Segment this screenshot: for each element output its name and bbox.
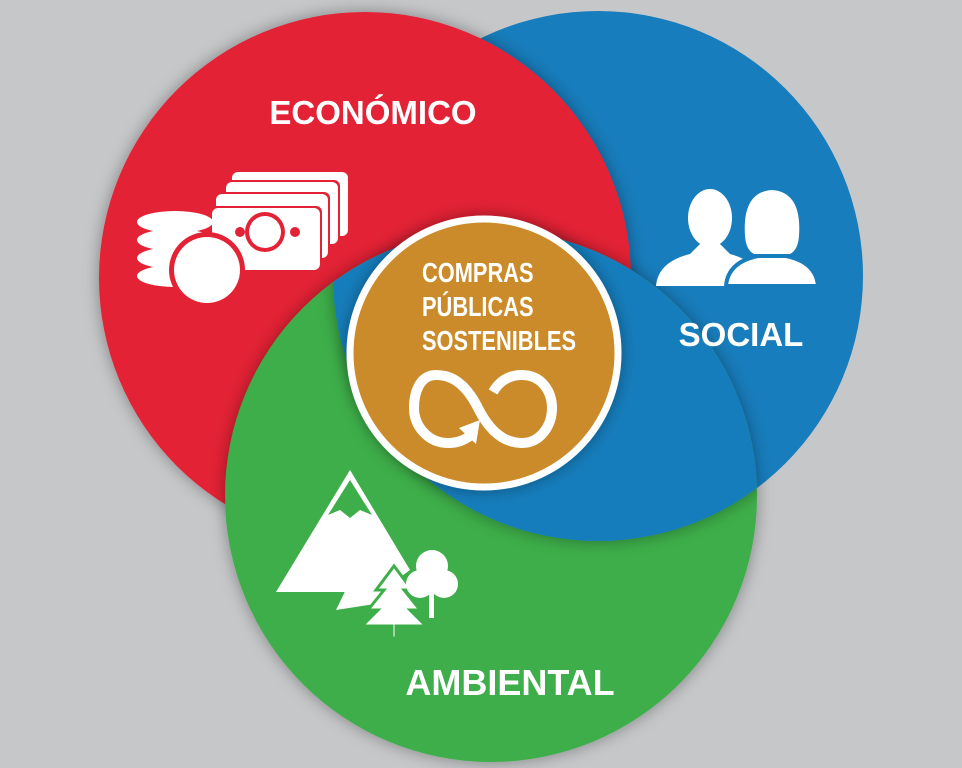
- people-icon: [656, 189, 821, 288]
- mountain-trees-icon: [276, 470, 458, 640]
- money-coins-icon: [137, 172, 348, 308]
- center-line-2: PÚBLICAS: [422, 289, 534, 322]
- social-label: SOCIAL: [679, 316, 804, 353]
- center-line-1: COMPRAS: [422, 257, 534, 288]
- ambiental-label: AMBIENTAL: [405, 662, 614, 703]
- center-line-3: SOSTENIBLES: [422, 325, 576, 356]
- infinity-arrow-icon: [408, 369, 558, 449]
- economico-label: ECONÓMICO: [269, 94, 476, 131]
